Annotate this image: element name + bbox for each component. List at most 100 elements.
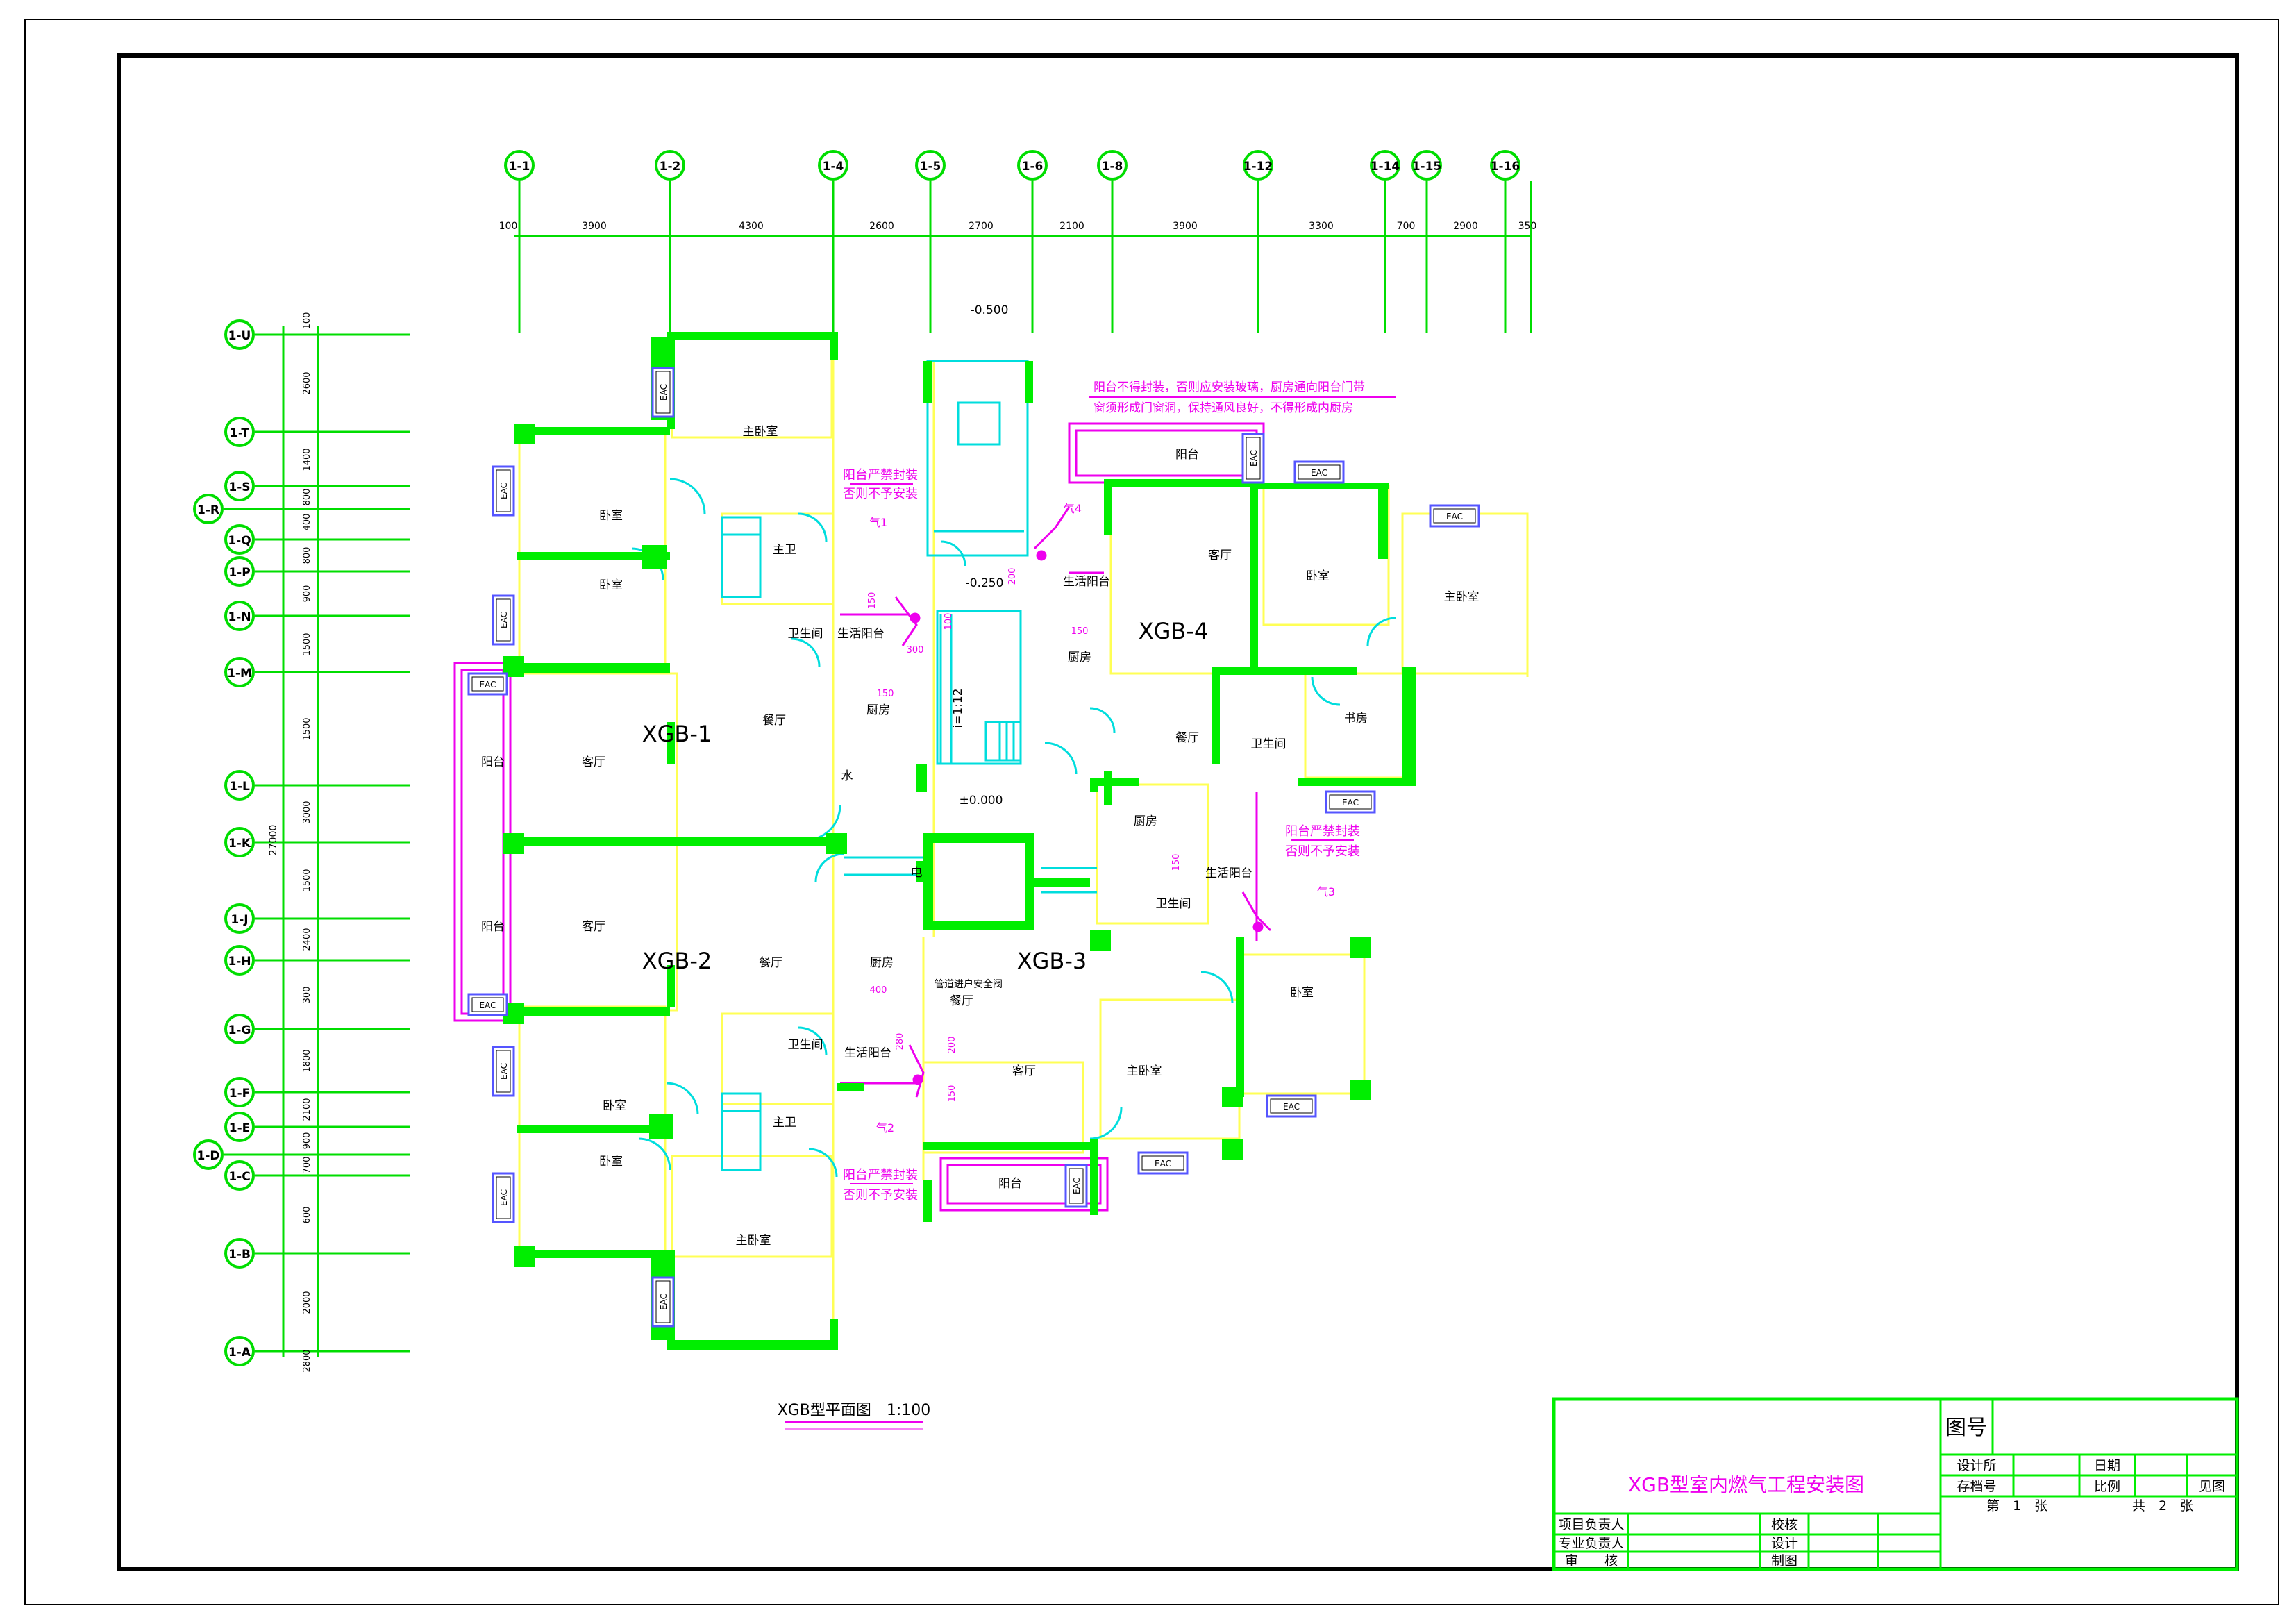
dim-text-left: 1800 — [302, 1049, 312, 1072]
axis-label-top: 1-6 — [1022, 160, 1044, 174]
axis-label-left: 1-G — [228, 1023, 251, 1037]
eac-label: EAC — [1283, 1102, 1300, 1112]
room-label: 书房 — [1344, 712, 1368, 726]
room-label: 卫生间 — [1251, 737, 1287, 751]
room-label: 阳台 — [998, 1177, 1022, 1191]
axis-label-left: 1-H — [228, 955, 251, 969]
axis-bubble-top — [504, 150, 535, 181]
eac-box-inner — [496, 598, 511, 642]
dim-text-top: 3900 — [1173, 221, 1198, 232]
dim-text-left: 300 — [302, 987, 312, 1004]
dim-text-left: 900 — [302, 1132, 312, 1150]
tb-sheet: 第 1 张 — [1986, 1498, 2047, 1514]
drawing-title: XGB型室内燃气工程安装图 — [1628, 1473, 1864, 1496]
riser-dim: 200 — [947, 1037, 957, 1054]
dim-text-left: 1500 — [302, 633, 312, 655]
dim-total-left: 27000 — [268, 825, 279, 856]
gas-risers — [894, 506, 1272, 1098]
tb-scale: 比例 — [2094, 1479, 2120, 1494]
level-mark: -0.500 — [971, 303, 1009, 317]
axis-label-left: 1-E — [229, 1121, 251, 1135]
axis-label-left: 1-P — [228, 566, 250, 580]
eac-box-inner — [496, 469, 511, 512]
axis-label-top: 1-16 — [1491, 160, 1520, 174]
dim-text-left: 2600 — [302, 371, 312, 394]
tb-date: 日期 — [2094, 1458, 2120, 1473]
room-label: 卫生间 — [788, 627, 823, 641]
eac-label: EAC — [1446, 512, 1463, 521]
title-block: 图号 XGB型室内燃气工程安装图 设计所 存档号 日期 比例 见图 第 1 张 … — [1552, 1397, 2239, 1571]
axis-bubble-left — [224, 1112, 255, 1142]
tb-design-unit: 设计所 — [1956, 1458, 1996, 1473]
eac-label: EAC — [499, 612, 509, 628]
eac-label: EAC — [659, 1294, 669, 1310]
sheet-inner-border — [117, 53, 2239, 1571]
axis-label-left: 1-F — [229, 1087, 251, 1100]
room-label: 厨房 — [1068, 651, 1091, 664]
room-label: 主卧室 — [736, 1234, 771, 1248]
room-label: 卧室 — [599, 509, 623, 523]
room-label: 卧室 — [1306, 569, 1330, 583]
room-label: 卧室 — [603, 1099, 626, 1113]
dim-text-left: 2100 — [302, 1098, 312, 1121]
room-label: 卧室 — [599, 578, 623, 592]
riser-dim: 300 — [907, 645, 924, 655]
unit-label: XGB-2 — [642, 948, 712, 974]
room-label: 餐厅 — [762, 714, 786, 728]
dim-text-left: 800 — [302, 489, 312, 506]
axis-label-top: 1-12 — [1243, 160, 1273, 174]
tb-project-lead: 项目负责人 — [1558, 1517, 1624, 1532]
eac-box-inner — [1298, 464, 1341, 480]
sheet-outer-border — [24, 19, 2279, 1605]
note-sealed: 否则不予安装 — [843, 487, 918, 501]
eac-label: EAC — [1072, 1178, 1082, 1194]
eac-box-inner — [496, 1176, 511, 1219]
room-label: 餐厅 — [1175, 731, 1199, 745]
drawing-caption: XGB型平面图 1:100 — [778, 1402, 931, 1419]
riser-dim: 150 — [877, 689, 894, 699]
dim-text-left: 900 — [302, 585, 312, 603]
riser-dim: 100 — [944, 613, 954, 630]
axis-bubble-left — [224, 601, 255, 631]
note-sealed: 否则不予安装 — [843, 1188, 918, 1203]
gas-label: 气2 — [876, 1121, 894, 1135]
axis-label-left: 1-K — [228, 837, 251, 851]
room-label: 客厅 — [1012, 1064, 1036, 1078]
note-xgb4: 阳台不得封装，否则应安装玻璃，厨房通向阳台门带 — [1093, 380, 1365, 394]
room-label: 生活阳台 — [1063, 575, 1110, 589]
dim-text-left: 800 — [302, 547, 312, 564]
dim-text-left: 2400 — [302, 928, 312, 951]
level-mark: -0.250 — [966, 576, 1004, 590]
room-label: 客厅 — [582, 755, 605, 769]
axis-bubble-left — [224, 524, 255, 555]
room-label: 客厅 — [582, 920, 605, 934]
axis-label-top: 1-1 — [509, 160, 530, 174]
room-label: 餐厅 — [950, 994, 973, 1008]
axis-bubble-left — [224, 945, 255, 976]
axis-label-left: 1-N — [228, 610, 251, 624]
axis-label-top: 1-8 — [1102, 160, 1123, 174]
riser-dim: 280 — [895, 1033, 905, 1050]
axis-label-left: 1-U — [228, 329, 251, 343]
eac-label: EAC — [1342, 798, 1359, 807]
room-label: 卫生间 — [1156, 897, 1191, 911]
unit-label: XGB-3 — [1017, 948, 1087, 974]
dim-text-left: 600 — [302, 1207, 312, 1224]
axis-bubble-top — [1097, 150, 1128, 181]
room-label: 主卧室 — [1127, 1064, 1162, 1078]
dim-text-left: 2000 — [302, 1291, 312, 1314]
axis-bubble-top — [818, 150, 848, 181]
dim-text-left: 3000 — [302, 801, 312, 823]
axis-label-top: 1-15 — [1412, 160, 1442, 174]
room-label: 厨房 — [866, 703, 890, 717]
elevator-note: 管道进户安全阀 — [935, 978, 1003, 990]
tb-see-drawing: 见图 — [2199, 1479, 2225, 1494]
note-xgb4: 窗须形成门窗洞，保持通风良好，不得形成内厨房 — [1093, 401, 1353, 415]
axis-bubble-left — [224, 417, 255, 447]
eac-box-inner — [1069, 1168, 1084, 1204]
dim-text-top: 100 — [499, 221, 518, 232]
axis-label-top: 1-5 — [920, 160, 941, 174]
axis-bubble-left — [193, 494, 224, 524]
